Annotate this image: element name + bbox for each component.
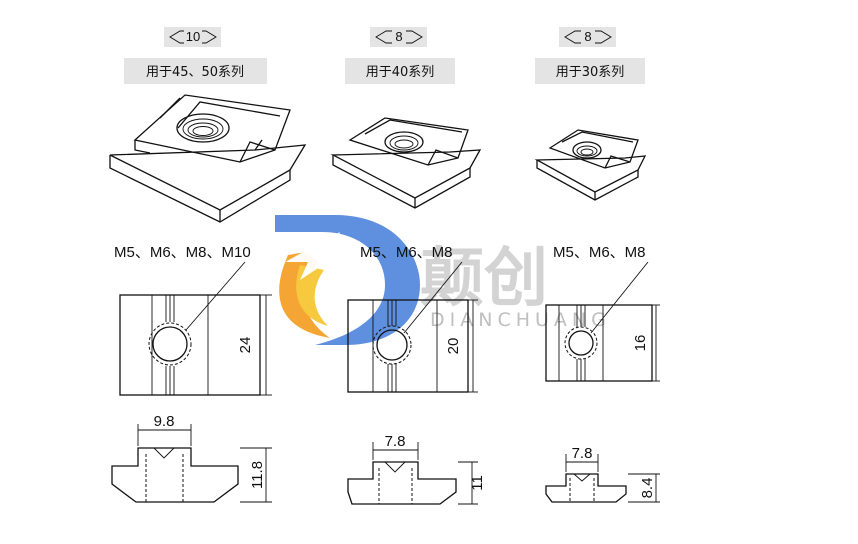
leader-line <box>590 261 649 334</box>
profile-height-label: 11 <box>469 475 486 491</box>
logo-white-arrow <box>285 232 352 280</box>
logo-yellow-swoosh <box>296 265 328 326</box>
watermark-english: DIANCHUANG <box>430 309 611 331</box>
thread-hole <box>176 113 230 143</box>
thread-hole-outer <box>372 325 412 365</box>
series-label: 用于40系列 <box>366 65 435 80</box>
iso-nut-medium <box>330 117 482 209</box>
header-col-1: 10 用于45、50系列 <box>124 27 267 84</box>
slot-width-value: 10 <box>186 29 200 44</box>
thread-sizes-label: M5、M6、M8、M10 <box>114 244 251 261</box>
slot-width-value: 8 <box>584 29 591 44</box>
thread-hole <box>152 326 188 362</box>
thread-sizes-label: M5、M6、M8 <box>360 244 453 261</box>
thread-hole <box>376 329 408 361</box>
watermark-logo: 颠创 DIANCHUANG <box>275 215 611 345</box>
series-label-box <box>124 58 267 84</box>
profile-width-label: 9.8 <box>154 413 175 430</box>
profile-height-label: 11.8 <box>249 461 266 489</box>
thread-hole <box>568 330 594 356</box>
series-label: 用于45、50系列 <box>146 65 244 80</box>
front-view-col-3: 16 <box>545 261 660 382</box>
thread-hole <box>572 141 602 159</box>
thread-hole-outer <box>564 326 598 360</box>
thread-hole-outer <box>148 322 192 366</box>
front-view-col-2: 20 <box>347 261 478 393</box>
profile-width-label: 7.8 <box>385 433 406 450</box>
header-col-2: 8 用于40系列 <box>345 27 455 84</box>
series-label-box <box>535 58 645 84</box>
iso-nut-large <box>109 94 307 223</box>
profile-view-col-3: 7.8 8.4 <box>545 445 660 503</box>
front-height-label: 16 <box>632 335 649 352</box>
thread-sizes-label: M5、M6、M8 <box>553 244 646 261</box>
leader-line <box>185 261 246 331</box>
slot-profile-icon <box>169 30 217 44</box>
profile-width-label: 7.8 <box>572 445 593 462</box>
slot-profile-icon <box>564 30 612 44</box>
front-height-label: 24 <box>237 337 254 354</box>
front-height-label: 20 <box>445 338 462 355</box>
slot-width-value: 8 <box>395 29 402 44</box>
front-view-col-1: 24 <box>119 261 272 396</box>
iso-nut-small <box>534 129 647 201</box>
watermark-chinese: 颠创 <box>420 242 548 316</box>
profile-view-col-1: 9.8 11.8 <box>111 413 272 503</box>
logo-blue-arc <box>275 215 420 345</box>
series-label-box <box>345 58 455 84</box>
slot-profile-icon <box>375 30 423 44</box>
series-label: 用于30系列 <box>556 65 625 80</box>
thread-hole <box>384 131 424 153</box>
profile-view-col-2: 7.8 11 <box>347 433 486 505</box>
leader-line <box>403 261 463 334</box>
profile-height-label: 8.4 <box>639 478 656 499</box>
header-col-3: 8 用于30系列 <box>535 27 645 84</box>
